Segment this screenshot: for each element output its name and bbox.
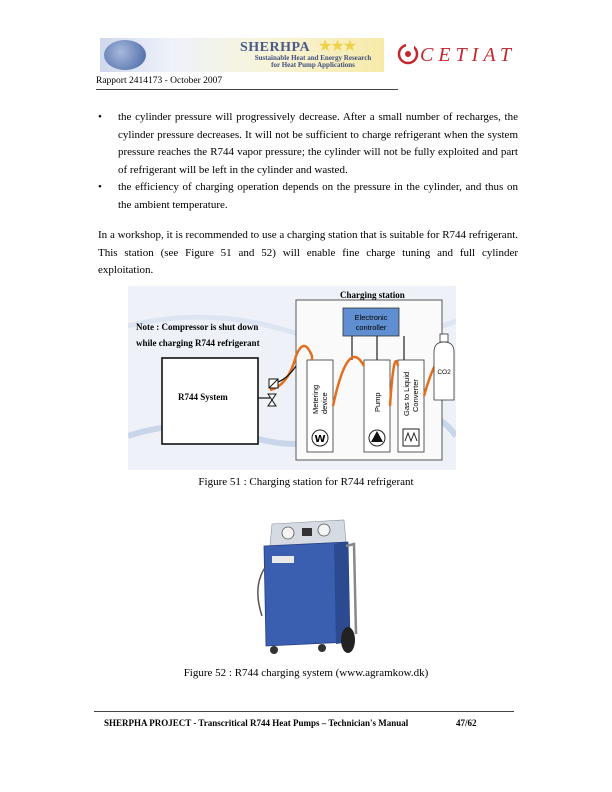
charging-machine-photo	[236, 506, 376, 666]
sherpha-subtitle: Sustainable Heat and Energy Research for…	[248, 55, 378, 69]
refrigerant-pipe	[269, 344, 314, 392]
bullet-list: • the cylinder pressure will progressive…	[98, 109, 518, 214]
report-reference: Rapport 2414173 - October 2007	[96, 76, 223, 86]
cetiat-logo: CETIAT	[420, 44, 516, 66]
pump-label: Pump	[373, 392, 382, 412]
bullet-text: the efficiency of charging operation dep…	[118, 181, 518, 211]
system-label: R744 System	[178, 392, 228, 402]
cylinder-label: CO2	[437, 369, 451, 376]
globe-logo-icon	[104, 40, 146, 70]
gauge-icon	[281, 526, 295, 540]
metering-symbol-icon	[311, 429, 329, 447]
gauge-icon	[317, 523, 331, 537]
list-item: • the efficiency of charging operation d…	[98, 179, 518, 214]
controller-box	[342, 307, 400, 337]
converter-symbol-icon	[402, 428, 420, 447]
svg-text:W: W	[314, 434, 325, 445]
caster-icon	[270, 646, 278, 654]
station-label: Charging station	[340, 290, 405, 300]
converter-label-2: Converter	[411, 379, 420, 412]
cetiat-emblem-icon	[397, 43, 419, 65]
note-line-1: Note : Compressor is shut down	[136, 322, 258, 332]
body-paragraph: In a workshop, it is recommended to use …	[98, 229, 518, 276]
note-line-2: while charging R744 refrigerant	[136, 338, 260, 348]
sherpha-title: SHERHPA	[240, 40, 311, 55]
list-item: • the cylinder pressure will progressive…	[98, 109, 518, 179]
caster-icon	[318, 644, 326, 652]
co2-cylinder	[433, 341, 455, 401]
bullet-icon: •	[98, 181, 102, 193]
handle	[345, 542, 358, 635]
footer-divider	[94, 711, 514, 712]
controller-label-1: Electronic	[355, 313, 388, 322]
header-divider	[96, 89, 398, 90]
figure-51-caption: Figure 51 : Charging station for R744 re…	[198, 476, 414, 488]
sherpha-subtitle-line-2: for Heat Pump Applications	[271, 61, 355, 69]
controller-label-2: controller	[356, 323, 387, 332]
valve-icon	[267, 393, 277, 407]
wheel-icon	[341, 627, 355, 653]
charging-station-diagram: Charging station Electronic controller M…	[128, 286, 456, 470]
bullet-icon: •	[98, 111, 102, 123]
hose	[257, 565, 267, 617]
refrigerant-pipe	[331, 355, 366, 407]
footer-title: SHERPHA PROJECT - Transcritical R744 Hea…	[104, 718, 409, 728]
bullet-text: the cylinder pressure will progressively…	[118, 111, 518, 176]
metering-label-2: device	[320, 392, 329, 414]
refrigerant-pipe	[388, 359, 400, 407]
figure-52-caption: Figure 52 : R744 charging system (www.ag…	[183, 667, 429, 679]
page-number: 47/62	[456, 718, 477, 728]
sherpha-subtitle-line-1: Sustainable Heat and Energy Research	[254, 54, 372, 62]
sherpha-banner	[100, 38, 384, 72]
display-screen	[302, 528, 312, 536]
metering-label-1: Metering	[311, 385, 320, 414]
converter-label-1: Gas to Liquid	[402, 372, 411, 416]
brand-plate	[272, 556, 294, 563]
stars-icon: ★★★	[318, 36, 357, 55]
r744-system-box	[161, 357, 259, 445]
